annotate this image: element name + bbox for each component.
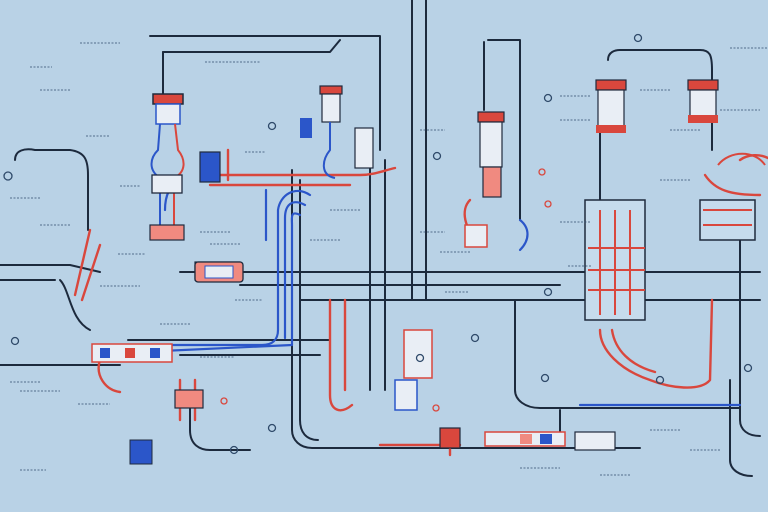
bottom-manifold xyxy=(439,427,616,451)
left-valve-stack xyxy=(149,93,241,281)
annotation-scribbles xyxy=(10,42,768,476)
left-manifold xyxy=(91,343,204,465)
center-valve-stack xyxy=(300,85,505,411)
mid-coupling xyxy=(194,261,244,283)
red-pipe-network xyxy=(73,148,768,457)
right-valve-pair xyxy=(595,79,719,133)
gauge-markers xyxy=(3,33,753,455)
right-heat-exchanger xyxy=(584,152,766,321)
